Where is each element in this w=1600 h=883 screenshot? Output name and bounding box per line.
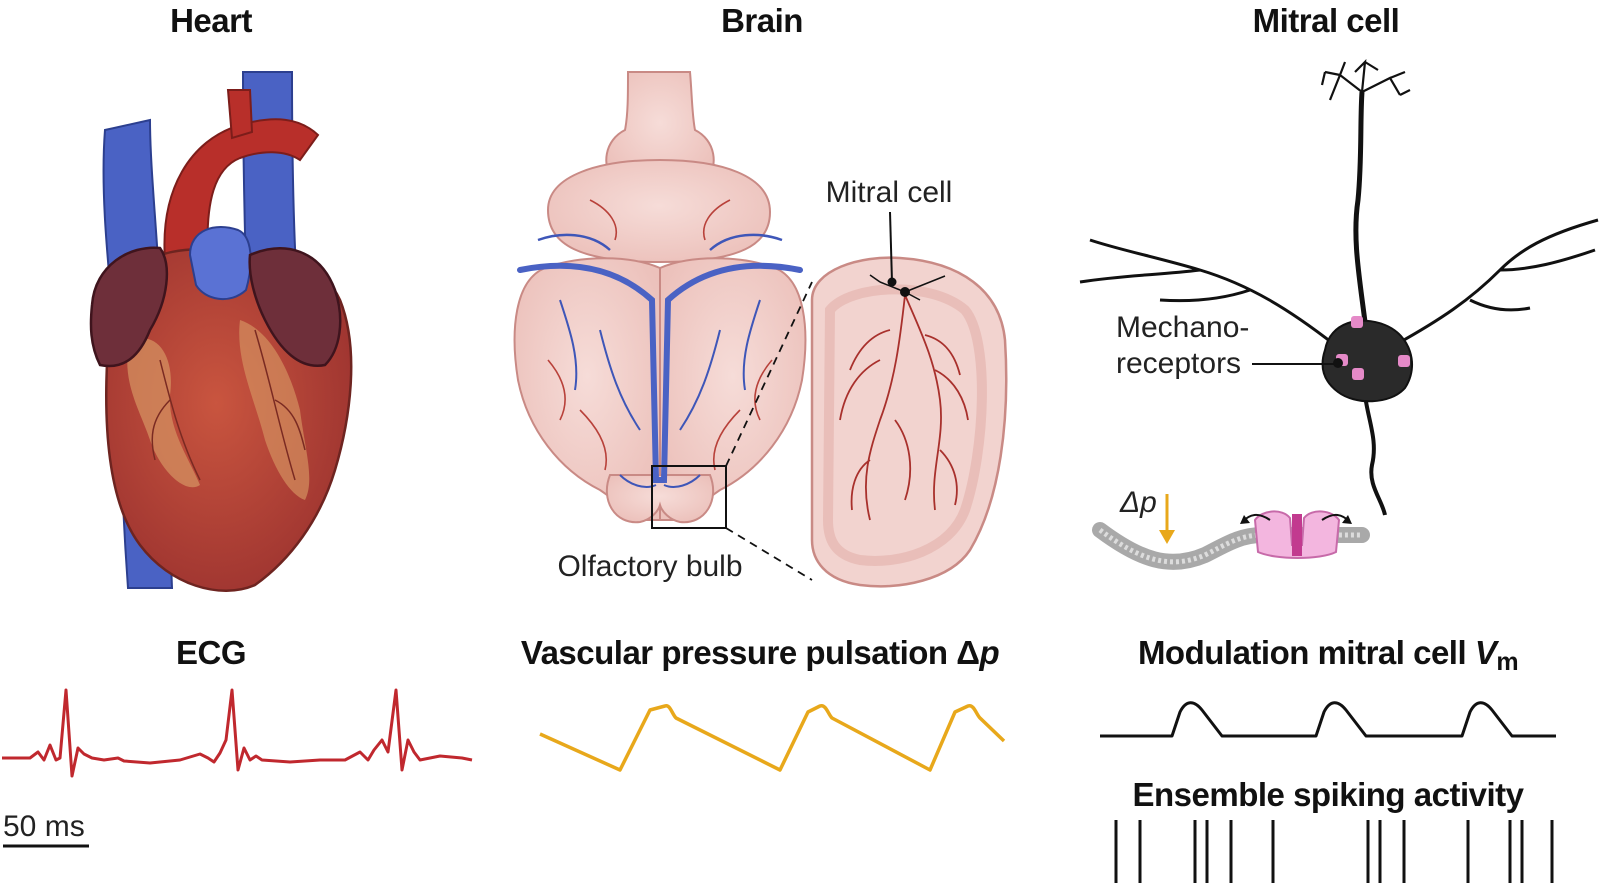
coronary-vessel-right — [254, 329, 306, 481]
pressure-trace — [539, 704, 1006, 772]
mechano-label-line1: Mechano- — [1116, 311, 1249, 344]
pressure-title-var: p — [978, 634, 999, 671]
vm-trace — [1100, 701, 1556, 738]
olfactory-bulbs — [605, 474, 715, 524]
mitral-cell-dot — [887, 277, 897, 287]
left-atrium — [89, 246, 169, 368]
apical-dendrite — [1353, 91, 1369, 331]
bulb-vessels — [839, 294, 969, 521]
mitral-cell-title: Mitral cell — [1253, 2, 1400, 39]
cortical-arteries — [547, 199, 773, 471]
cortical-veins — [559, 299, 761, 488]
lateral-dendrite-right — [1394, 218, 1599, 347]
vm-title-sub: m — [1496, 648, 1518, 676]
axon — [1363, 394, 1387, 516]
aorta-branch — [226, 89, 254, 140]
right-atrium — [248, 247, 342, 368]
heart-fat-left — [127, 338, 200, 488]
vm-title: Modulation mitral cell Vm — [1138, 634, 1518, 676]
mitral-cell-illustration — [1079, 59, 1599, 570]
channel-pore — [1292, 514, 1302, 556]
lateral-dendrite-left — [1079, 238, 1336, 347]
ecg-trace — [2, 688, 473, 778]
bulb-mitral-dendrites — [869, 274, 946, 301]
mitral-cell-pointer — [889, 211, 893, 283]
scale-bar-label: 50 ms — [3, 810, 85, 843]
pulmonary-trunk — [188, 226, 252, 301]
tension-arrowhead-left — [1240, 515, 1250, 524]
vm-title-var: V — [1475, 634, 1500, 671]
dendritic-tuft — [1320, 59, 1411, 101]
pressure-title-text: Vascular pressure pulsation Δ — [521, 634, 980, 671]
brain-illustration — [513, 71, 1008, 588]
mitral-cell-label: Mitral cell — [826, 176, 953, 209]
membrane-pattern — [1098, 527, 1362, 565]
mechano-channel — [1253, 510, 1341, 559]
delta-p-label: Δp — [1119, 486, 1157, 519]
mechanoreceptor — [1351, 316, 1363, 328]
coronary-vessel-left — [151, 359, 201, 481]
cerebellum — [546, 158, 772, 264]
pressure-title: Vascular pressure pulsation Δp — [521, 634, 1000, 671]
olfactory-zoom-box — [651, 465, 727, 529]
tension-arrowhead-right — [1342, 515, 1352, 524]
mechano-label-line2: receptors — [1116, 347, 1241, 380]
vm-title-text: Modulation mitral cell — [1138, 634, 1475, 671]
mechanoreceptor-pointer-dot — [1333, 358, 1343, 368]
olfactory-bulb-section — [810, 256, 1008, 588]
heart-fat-right — [239, 320, 310, 500]
brain-title: Brain — [721, 2, 803, 39]
heart-illustration — [89, 71, 353, 592]
zoom-line-bottom — [725, 527, 813, 581]
olfactory-bulb-label: Olfactory bulb — [557, 550, 742, 583]
transverse-sinus — [537, 233, 783, 251]
aorta — [163, 118, 320, 261]
pressure-arrowhead — [1159, 530, 1175, 544]
mechanoreceptor — [1398, 355, 1410, 367]
spiking-title: Ensemble spiking activity — [1133, 776, 1525, 813]
spike-raster — [1114, 820, 1554, 883]
zoom-line-top — [725, 281, 813, 467]
bulb-inner-layer — [822, 284, 987, 566]
heart-title: Heart — [170, 2, 252, 39]
mechanoreceptor — [1352, 368, 1364, 380]
sagittal-sinus — [517, 262, 803, 483]
ecg-title: ECG — [176, 634, 246, 671]
